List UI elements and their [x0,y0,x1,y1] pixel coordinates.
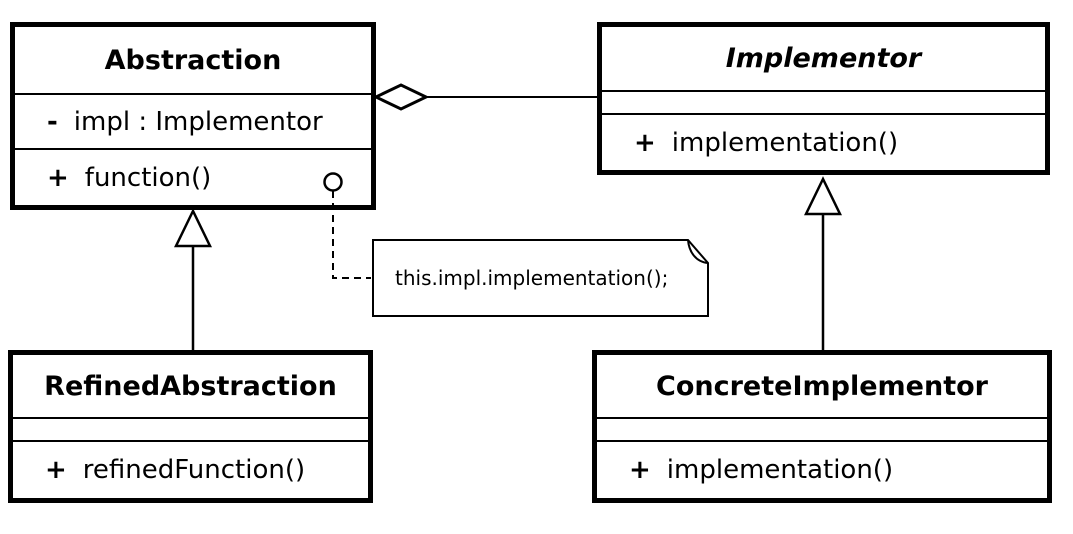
method-signature: implementation() [666,455,894,485]
generalization-triangle-icon-right [804,176,842,216]
class-refined-abstraction-attributes [13,419,368,442]
class-concrete-implementor-attributes [597,419,1047,442]
attribute-row: - impl : Implementor [15,107,371,137]
aggregation-diamond-icon [372,83,430,111]
method-signature: refinedFunction() [82,455,306,485]
note-label: this.impl.implementation(); [395,266,669,290]
class-concrete-implementor: ConcreteImplementor + implementation() [592,350,1052,503]
visibility-public: + [47,162,69,193]
generalization-triangle-icon-left [174,208,212,248]
class-abstraction-name: Abstraction [15,27,371,95]
method-signature: implementation() [671,127,899,158]
class-abstraction-attributes: - impl : Implementor [15,95,371,150]
method-row: + refinedFunction() [13,455,368,485]
class-refined-abstraction-methods: + refinedFunction() [13,442,368,498]
class-refined-abstraction-name: RefinedAbstraction [13,355,368,419]
method-row: + implementation() [597,455,1047,485]
class-implementor-name: Implementor [602,27,1045,92]
class-abstraction: Abstraction - impl : Implementor + funct… [10,22,376,210]
visibility-private: - [47,106,58,137]
visibility-public: + [634,127,656,158]
class-implementor-methods: + implementation() [602,115,1045,170]
class-implementor: Implementor + implementation() [597,22,1050,175]
class-implementor-attributes [602,92,1045,115]
class-concrete-implementor-methods: + implementation() [597,442,1047,498]
method-signature: function() [84,162,212,193]
class-abstraction-methods: + function() [15,150,371,205]
method-row: + implementation() [602,128,1045,158]
visibility-public: + [629,455,651,485]
method-row: + function() [15,163,371,193]
class-concrete-implementor-name: ConcreteImplementor [597,355,1047,419]
class-refined-abstraction: RefinedAbstraction + refinedFunction() [8,350,373,503]
attribute-signature: impl : Implementor [73,106,323,137]
visibility-public: + [45,455,67,485]
